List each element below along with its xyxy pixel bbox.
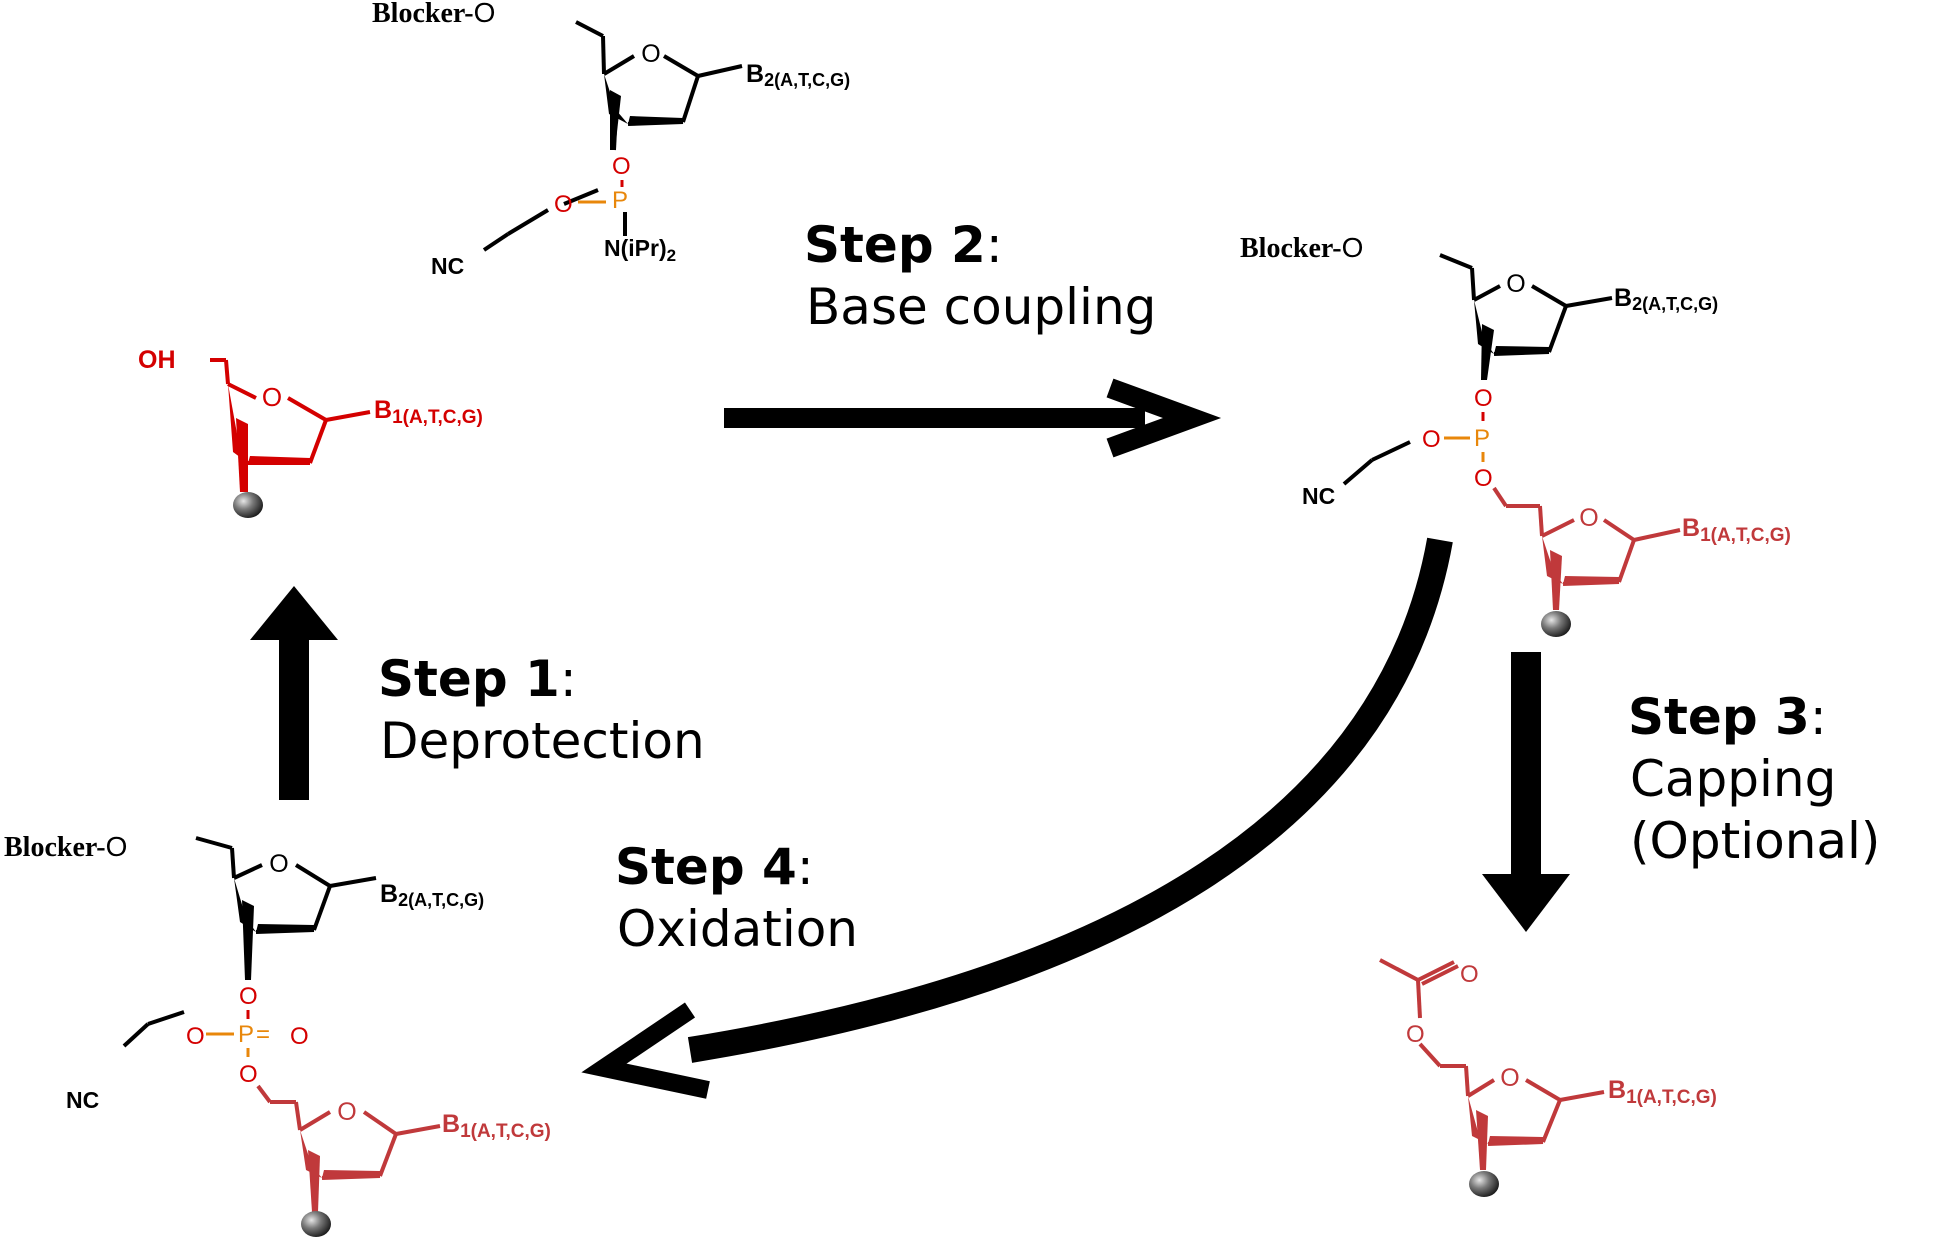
phosphite-oxygen-ester: O [554, 191, 573, 218]
phosphoramidite-monomer: O Blocker-O B2(A,T,C,G) O P O N(iPr)2 NC [372, 0, 850, 279]
cyano-label: NC [1302, 483, 1335, 509]
phosphorus-atom: P [1474, 425, 1490, 452]
step-4-description: Oxidation [617, 900, 858, 958]
ring-oxygen: O [1506, 270, 1525, 298]
base-b1-label: B1(A,T,C,G) [1608, 1076, 1717, 1108]
svg-text:Step 3:: Step 3: [1628, 688, 1827, 746]
base-b2-label: B2(A,T,C,G) [746, 60, 850, 90]
carbonyl-oxygen: O [1460, 961, 1479, 988]
arrow-step-3 [1482, 652, 1570, 932]
ring-oxygen: O [337, 1098, 356, 1126]
blocker-label: Blocker-O [4, 831, 127, 863]
svg-text:Step 2:: Step 2: [804, 216, 1003, 274]
coupled-dinucleotide: O Blocker-O B2(A,T,C,G) O P O O NC O B1(… [1240, 232, 1791, 637]
phosphorus-atom: P [238, 1021, 254, 1048]
cyano-label: NC [431, 253, 464, 279]
deprotected-nucleoside: O OH B1(A,T,C,G) [138, 346, 483, 518]
phosphate-oxygen-5prime: O [239, 1061, 258, 1088]
step-3-description: Capping [1630, 750, 1836, 808]
phosphorus-atom: P [612, 187, 628, 214]
ring-oxygen: O [262, 382, 282, 412]
solid-support-bead-icon [301, 1211, 331, 1237]
phosphite-oxygen-3prime: O [1474, 385, 1493, 412]
arrow-step-1 [250, 586, 338, 800]
solid-support-bead-icon [233, 492, 263, 518]
hydroxyl-label: OH [138, 346, 176, 374]
oxidized-dinucleotide: O Blocker-O B2(A,T,C,G) O P O = O O NC O… [4, 831, 551, 1237]
solid-support-bead-icon [1541, 611, 1571, 637]
ester-oxygen: O [1406, 1021, 1425, 1048]
diisopropylamine-label: N(iPr)2 [604, 235, 676, 265]
cyano-label: NC [66, 1087, 99, 1113]
step-2-description: Base coupling [806, 278, 1156, 336]
step-3-label: Step 3: Capping (Optional) [1628, 688, 1880, 870]
ring-oxygen: O [1500, 1064, 1519, 1092]
phosphite-oxygen-5prime: O [1474, 465, 1493, 492]
step-3-description-note: (Optional) [1630, 812, 1880, 870]
phosphate-oxygen-ester: O [186, 1023, 205, 1050]
solid-support-bead-icon [1469, 1171, 1499, 1197]
phosphate-double-bond: = [256, 1021, 270, 1048]
base-b1-label: B1(A,T,C,G) [1682, 514, 1791, 546]
step-3-number: Step 3 [1628, 688, 1810, 746]
base-b1-label: B1(A,T,C,G) [374, 396, 483, 428]
ring-oxygen: O [641, 40, 660, 68]
ring-oxygen: O [269, 850, 288, 878]
step-1-label: Step 1: Deprotection [378, 650, 705, 770]
blocker-label: Blocker-O [372, 0, 495, 29]
phosphite-oxygen-ester: O [1422, 426, 1441, 453]
phosphate-oxo-oxygen: O [290, 1023, 309, 1050]
arrow-step-2 [724, 378, 1222, 458]
phosphate-oxygen-3prime: O [239, 983, 258, 1010]
arrow-step-4 [581, 537, 1453, 1099]
blocker-label: Blocker-O [1240, 232, 1363, 264]
base-b1-label: B1(A,T,C,G) [442, 1110, 551, 1142]
step-4-number: Step 4 [615, 838, 797, 896]
step-2-label: Step 2: Base coupling [804, 216, 1156, 336]
svg-text:Step 4:: Step 4: [615, 838, 814, 896]
ring-oxygen: O [1579, 504, 1598, 532]
svg-text:Step 1:: Step 1: [378, 650, 577, 708]
step-1-number: Step 1 [378, 650, 560, 708]
base-b2-label: B2(A,T,C,G) [1614, 284, 1718, 314]
step-4-label: Step 4: Oxidation [615, 838, 858, 958]
base-b2-label: B2(A,T,C,G) [380, 880, 484, 910]
phosphite-oxygen-3prime: O [612, 153, 631, 180]
step-1-description: Deprotection [380, 712, 705, 770]
capped-nucleoside: O O O B1(A,T,C,G) [1379, 958, 1717, 1197]
step-2-number: Step 2 [804, 216, 986, 274]
